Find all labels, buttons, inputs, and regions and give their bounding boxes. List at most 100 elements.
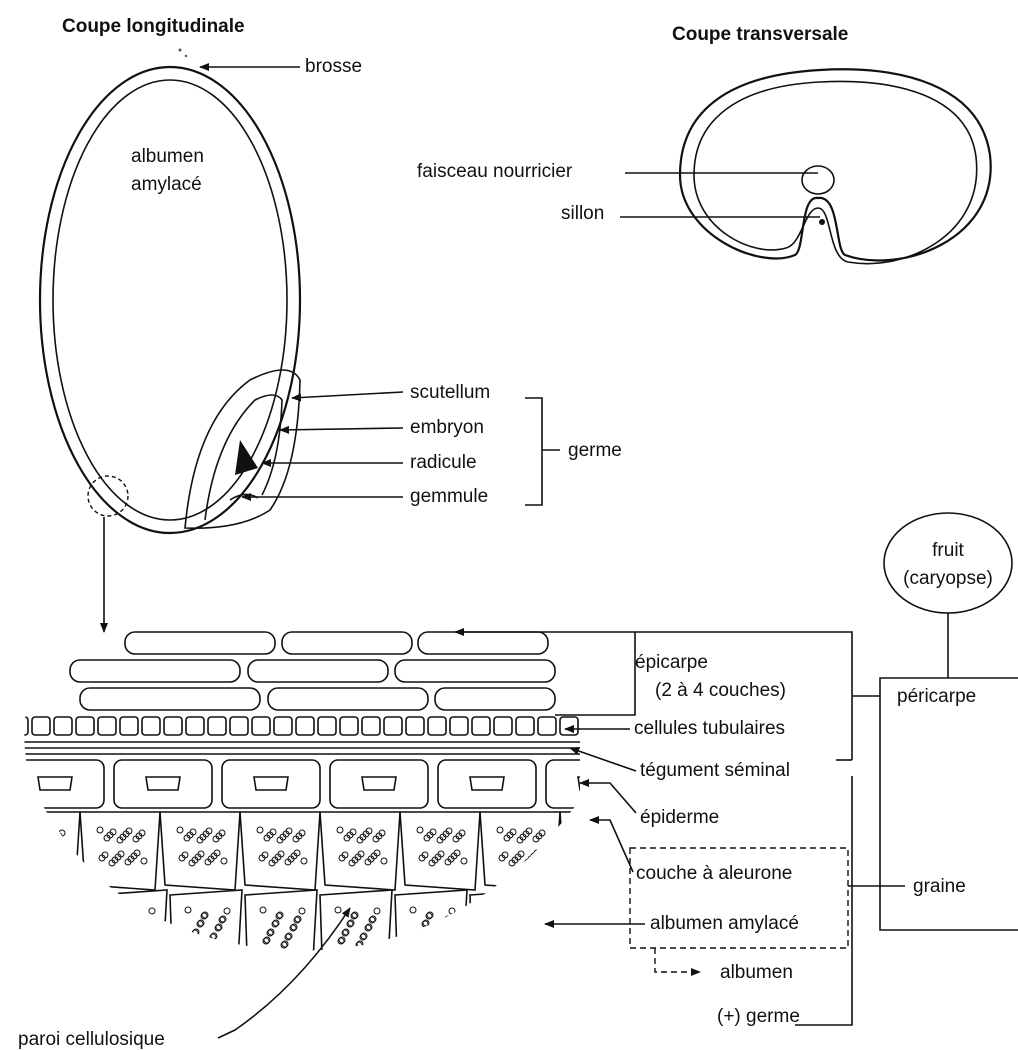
starch-grain — [35, 907, 41, 913]
aleurone-cell — [560, 812, 640, 890]
epidermis-cell — [6, 760, 104, 808]
starch-grain — [440, 925, 446, 931]
starch-grain — [501, 913, 507, 919]
starch-grain — [489, 937, 495, 943]
tubular-cell — [516, 717, 534, 735]
starch-grain — [436, 933, 442, 939]
starch-grain — [492, 930, 498, 936]
starch-grain — [431, 942, 437, 948]
tubular-cell — [340, 717, 358, 735]
starch-grain — [117, 930, 123, 936]
starch-grain — [511, 933, 517, 939]
starch-grain — [417, 930, 423, 936]
aleurone-grain — [497, 827, 503, 833]
starch-grain — [590, 925, 596, 931]
starch-grain — [123, 920, 129, 926]
aleurone-grain — [592, 857, 598, 863]
title-longitudinal: Coupe longitudinale — [62, 16, 245, 37]
aleurone-grain — [597, 837, 603, 843]
starch-grain — [38, 938, 44, 944]
scutellum-arrow — [292, 392, 403, 398]
starch-grain — [586, 933, 592, 939]
starch-grain — [567, 930, 573, 936]
aleurone-grain — [40, 834, 46, 840]
epicarpe-cells — [70, 632, 555, 710]
starch-cell — [470, 890, 542, 960]
label-gemmule: gemmule — [410, 486, 488, 507]
aleurone-grain — [589, 860, 595, 866]
epiderme-arrow — [580, 783, 636, 813]
starch-grain — [43, 929, 49, 935]
tubular-cell — [98, 717, 116, 735]
brush-dot — [179, 49, 182, 52]
aleurone-grain — [598, 851, 604, 857]
starch-grain — [410, 907, 416, 913]
tubular-cell — [384, 717, 402, 735]
starch-grain — [581, 942, 587, 948]
starch-grain — [568, 929, 574, 935]
starch-grain — [595, 916, 601, 922]
label-tegument: tégument séminal — [640, 760, 790, 781]
aleurone-grain — [541, 858, 547, 864]
label-germe: germe — [568, 440, 622, 461]
aleurone-grain — [337, 827, 343, 833]
label-cellules-tubulaires: cellules tubulaires — [634, 718, 785, 739]
aleurone-grain — [24, 835, 30, 841]
title-transversal: Coupe transversale — [672, 24, 848, 45]
tubular-cell — [362, 717, 380, 735]
starch-grain — [576, 913, 582, 919]
starch-grain — [61, 933, 67, 939]
embryon-arrow — [280, 428, 403, 430]
aleurone-cells — [0, 812, 640, 890]
epicarpe-bracket — [555, 632, 635, 715]
starch-grain — [224, 908, 230, 914]
aleurone-grain — [37, 837, 43, 843]
aleurone-grain — [614, 850, 620, 856]
aleurone-grain — [587, 832, 593, 838]
aleurone-grain — [30, 829, 36, 835]
sillon-dot — [819, 219, 825, 225]
epidermis-nucleus — [470, 777, 504, 790]
starch-grain — [502, 912, 508, 918]
starch-cell — [170, 890, 242, 960]
tubular-cell — [230, 717, 248, 735]
tubular-cell — [560, 717, 578, 735]
germe-bracket-line — [795, 776, 852, 1025]
aleurone-grain — [38, 851, 44, 857]
starch-grain — [39, 937, 45, 943]
starch-grain — [57, 941, 63, 947]
tubular-cell — [142, 717, 160, 735]
brush-dot — [185, 55, 187, 57]
starch-grain — [65, 925, 71, 931]
label-embryon: embryon — [410, 417, 484, 438]
starch-grain — [127, 912, 133, 918]
label-sillon: sillon — [561, 203, 604, 224]
transversal-outer — [680, 69, 991, 260]
faisceau-shape — [802, 166, 834, 194]
aleurone-grain — [257, 827, 263, 833]
aleurone-grain — [534, 850, 540, 856]
starch-grain — [188, 938, 194, 944]
label-brosse: brosse — [305, 56, 362, 77]
aleurone-grain — [32, 857, 38, 863]
aleurone-grain — [619, 830, 625, 836]
aleurone-grain — [579, 855, 585, 861]
starch-grain — [488, 938, 494, 944]
starch-grain — [113, 938, 119, 944]
starch-grain — [51, 913, 57, 919]
starch-grain — [498, 920, 504, 926]
aleurone-grain — [17, 827, 23, 833]
aleurone-grain — [221, 858, 227, 864]
epidermis-nucleus — [254, 777, 288, 790]
starch-grain — [444, 917, 450, 923]
starch-grain — [493, 929, 499, 935]
starch-grain — [560, 907, 566, 913]
starch-cell — [20, 890, 92, 960]
starch-cells — [20, 890, 617, 960]
starch-grain — [577, 912, 583, 918]
epidermis-cell — [330, 760, 428, 808]
aleurone-grain — [528, 856, 534, 862]
aleurone-grain — [417, 827, 423, 833]
tubular-cell — [164, 717, 182, 735]
label-faisceau: faisceau nourricier — [417, 161, 573, 182]
